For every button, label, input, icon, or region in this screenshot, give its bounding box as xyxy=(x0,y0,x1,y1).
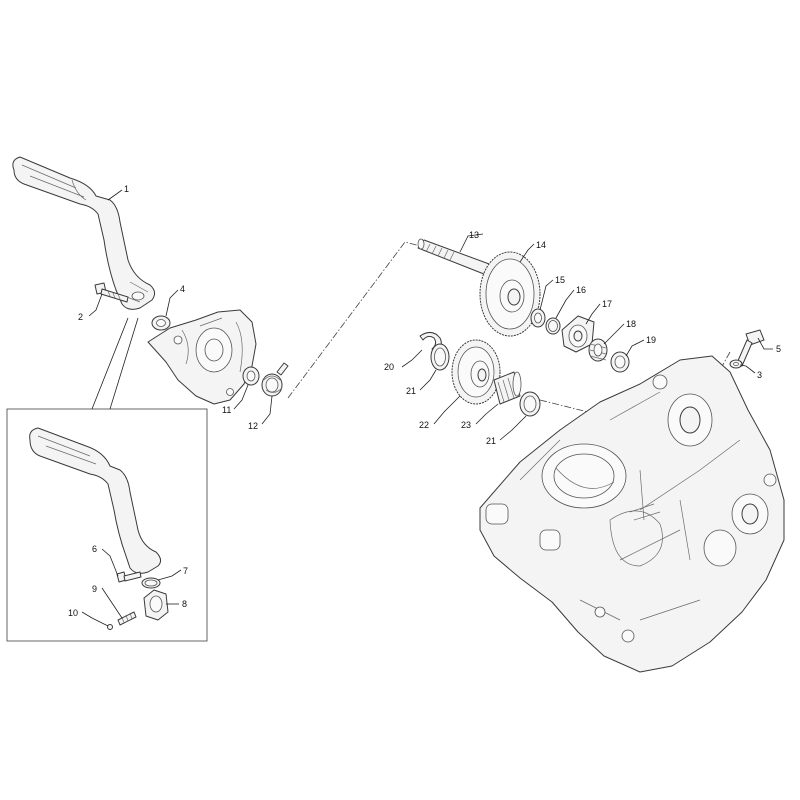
seal-ring[interactable] xyxy=(151,315,171,331)
callout-15: 15 xyxy=(555,275,565,285)
engine-crankcase xyxy=(479,355,785,673)
variant-inset-frame xyxy=(6,408,208,642)
callout-1: 1 xyxy=(124,184,129,194)
washer[interactable] xyxy=(242,366,260,386)
callout-9: 9 xyxy=(92,584,97,594)
washer[interactable] xyxy=(430,343,450,371)
inset-pointer xyxy=(91,317,139,410)
callout-17: 17 xyxy=(602,299,612,309)
washer[interactable] xyxy=(610,351,630,373)
detent-ball[interactable] xyxy=(107,624,113,630)
callout-22: 22 xyxy=(419,420,429,430)
washer[interactable] xyxy=(519,391,541,417)
callout-11: 11 xyxy=(222,405,231,415)
callout-21-upper: 21 xyxy=(406,386,416,396)
callout-3: 3 xyxy=(757,370,762,380)
callout-12: 12 xyxy=(248,421,258,431)
screw[interactable] xyxy=(736,329,765,367)
o-ring[interactable] xyxy=(141,577,161,589)
compression-spring[interactable] xyxy=(588,338,608,362)
screw[interactable] xyxy=(116,571,142,583)
washer[interactable] xyxy=(530,308,546,328)
callout-19: 19 xyxy=(646,335,656,345)
ratchet[interactable] xyxy=(561,315,595,353)
callout-5: 5 xyxy=(776,344,781,354)
callout-23: 23 xyxy=(461,420,471,430)
callout-2: 2 xyxy=(78,312,83,322)
sealing-washer[interactable] xyxy=(729,359,743,369)
bolt[interactable] xyxy=(94,282,129,303)
callout-7: 7 xyxy=(183,566,188,576)
leader-lines xyxy=(81,189,773,627)
assembly-line xyxy=(287,241,421,399)
kick-starter-gear[interactable] xyxy=(479,251,541,337)
callout-13: 13 xyxy=(469,230,479,240)
circlip[interactable] xyxy=(545,317,561,335)
callout-16: 16 xyxy=(576,285,586,295)
callout-10: 10 xyxy=(68,608,78,618)
callout-14: 14 xyxy=(536,240,546,250)
kick-starter-cover xyxy=(147,309,257,405)
lever-hub[interactable] xyxy=(143,589,169,621)
callout-4: 4 xyxy=(180,284,185,294)
needle-bearing[interactable] xyxy=(493,371,522,405)
variant-kick-lever[interactable] xyxy=(29,427,162,574)
kick-lever[interactable] xyxy=(12,156,156,310)
callout-6: 6 xyxy=(92,544,97,554)
spring[interactable] xyxy=(117,611,137,626)
torsion-spring[interactable] xyxy=(261,362,289,397)
callout-18: 18 xyxy=(626,319,636,329)
callout-8: 8 xyxy=(182,599,187,609)
callout-20: 20 xyxy=(384,362,394,372)
intermediate-gear[interactable] xyxy=(451,339,501,405)
callout-21-lower: 21 xyxy=(486,436,496,446)
